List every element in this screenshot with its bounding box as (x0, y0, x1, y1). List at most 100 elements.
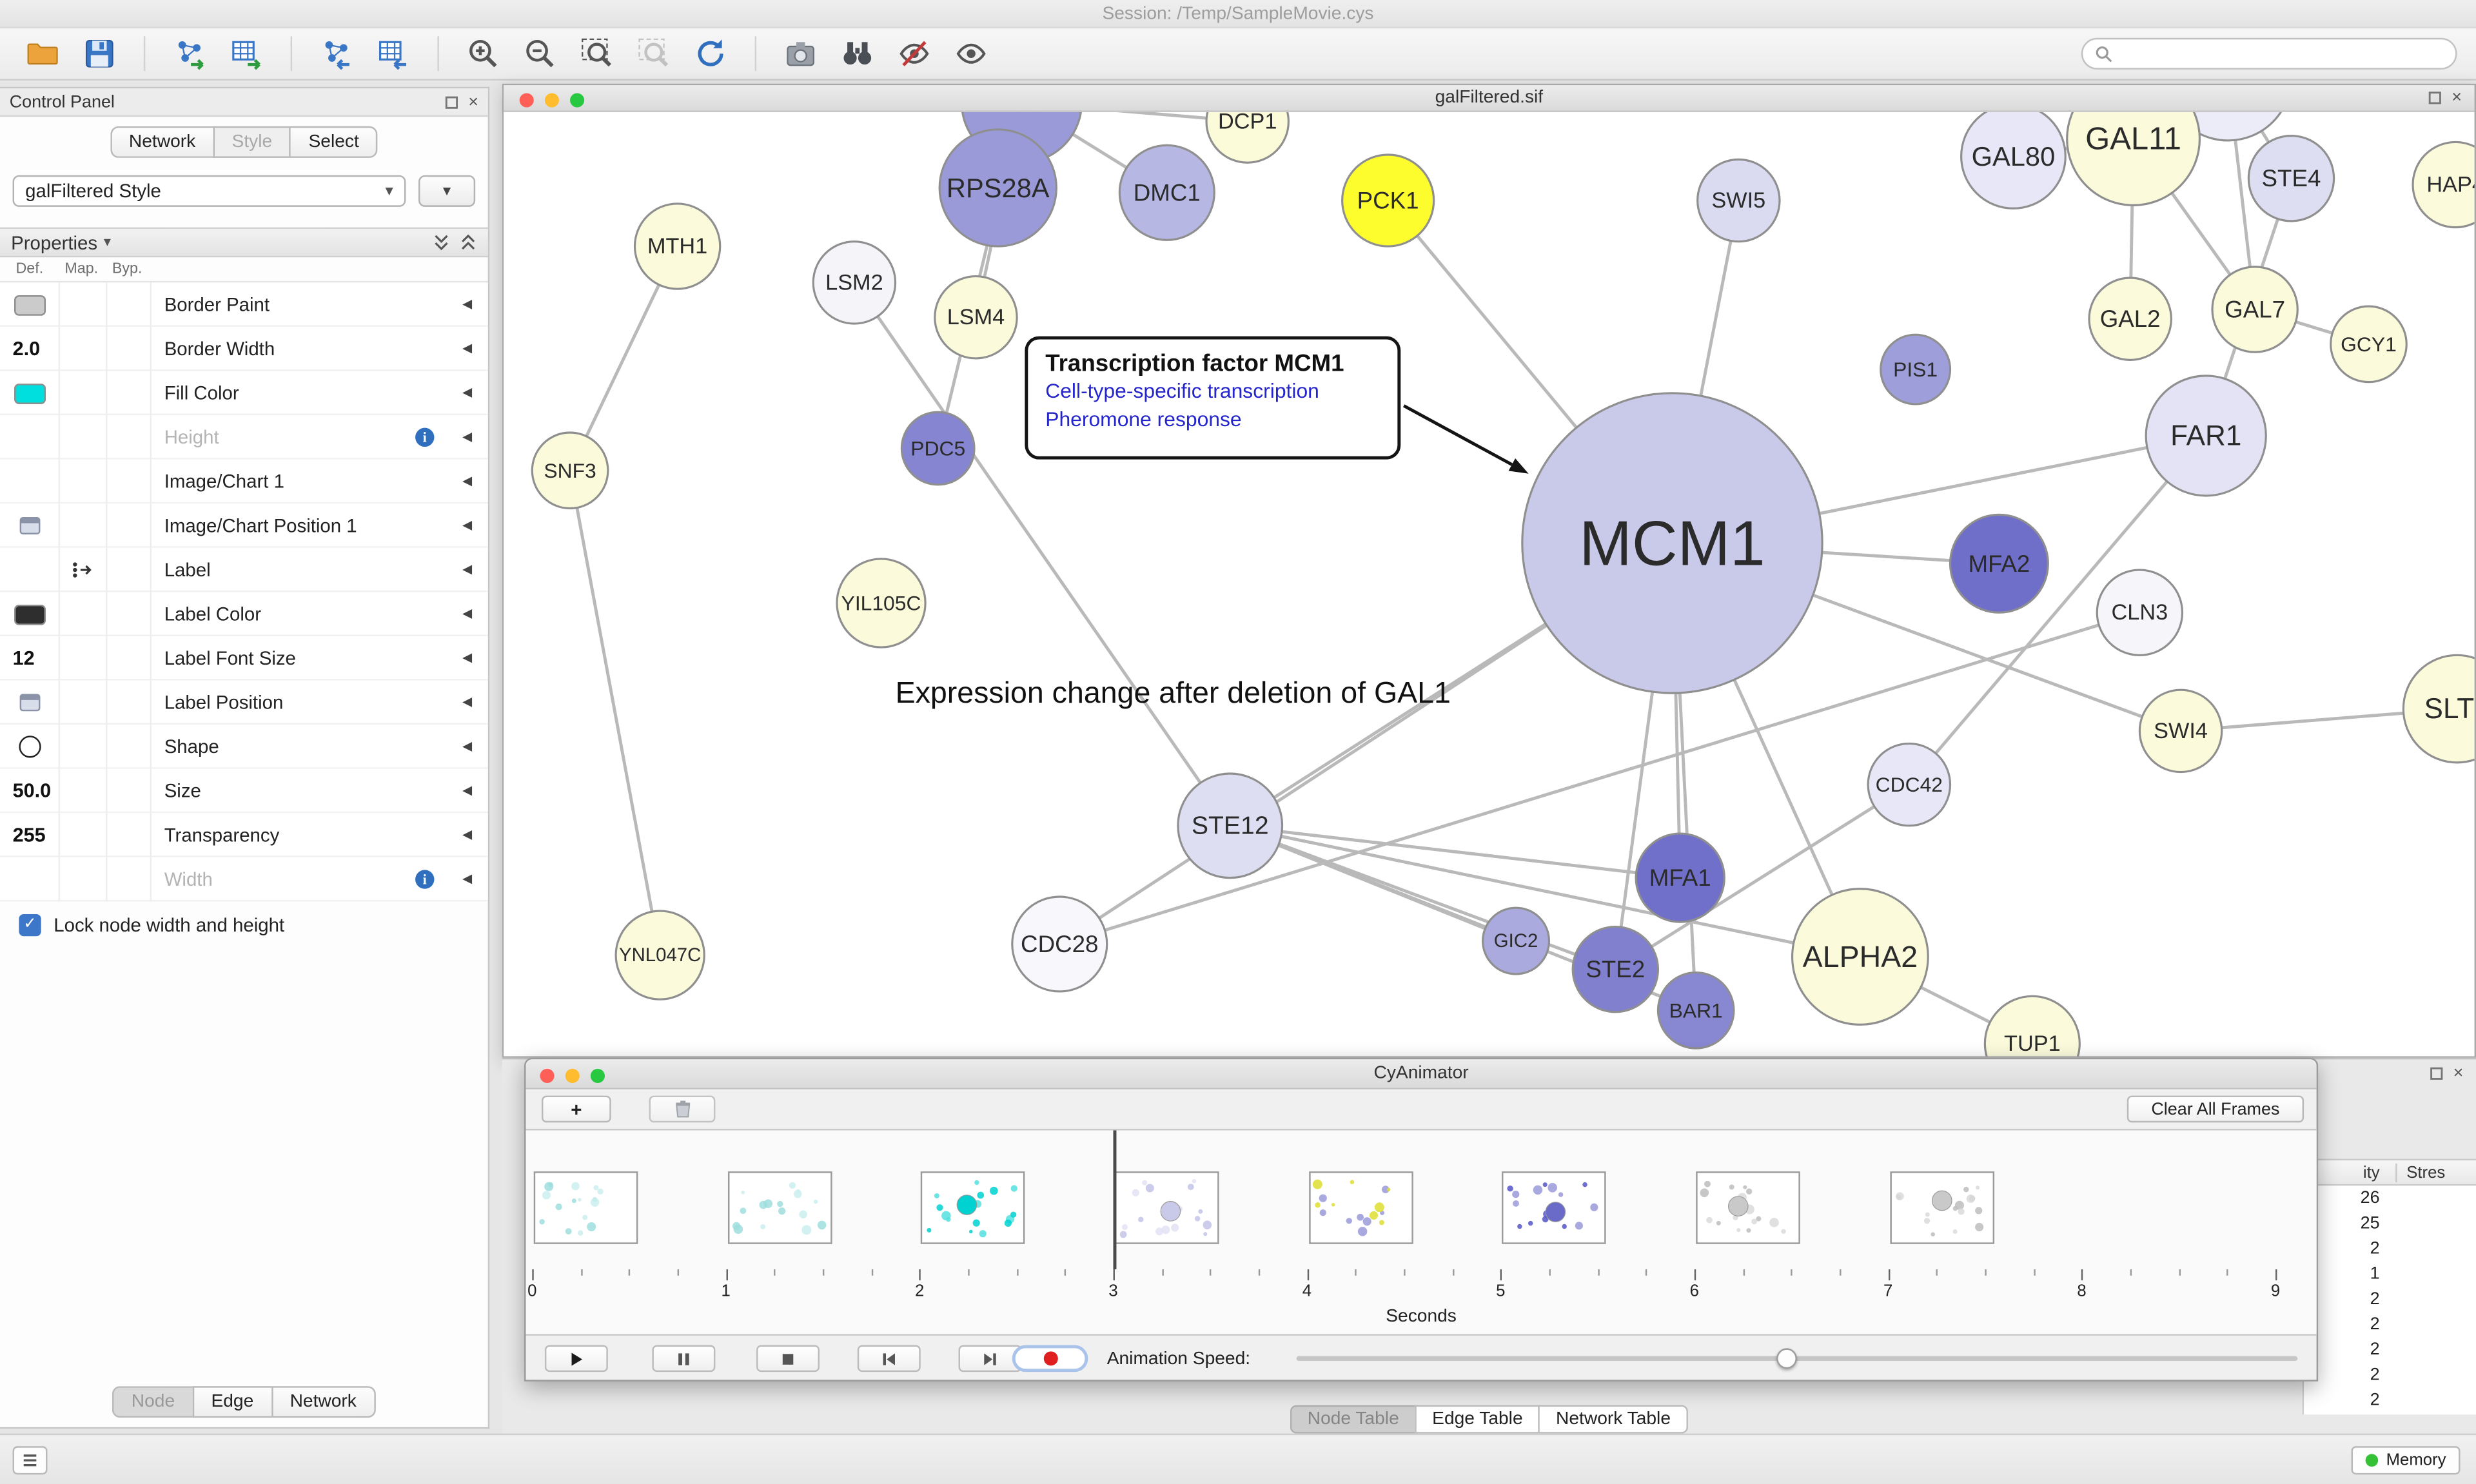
search-input[interactable] (2122, 44, 2445, 63)
default-value-cell[interactable]: 50.0 (0, 768, 61, 814)
node-CDC42[interactable] (1867, 742, 1952, 827)
export-network-button[interactable] (313, 32, 360, 75)
add-frame-button[interactable]: + (542, 1095, 611, 1123)
float-window-icon[interactable] (2428, 1066, 2443, 1081)
property-row-image-chart-1[interactable]: Image/Chart 1◀ (0, 459, 488, 504)
network-edge-CDC42-STE2[interactable] (1615, 783, 1911, 971)
node-CUTTOP[interactable] (2165, 112, 2292, 142)
frame-thumbnail-6[interactable] (1696, 1171, 1800, 1244)
default-value-cell[interactable]: 12 (0, 636, 61, 681)
zoom-traffic-light[interactable] (590, 1068, 605, 1084)
default-value-cell[interactable] (0, 592, 61, 636)
mapping-cell[interactable] (60, 857, 108, 902)
table-row[interactable]: 2 (2304, 1388, 2476, 1413)
close-icon[interactable]: × (2453, 1064, 2464, 1084)
network-edge-STE12-MFA1[interactable] (1230, 824, 1680, 880)
mapping-cell[interactable] (60, 680, 108, 725)
frame-thumbnail-2[interactable] (921, 1171, 1026, 1244)
node-ALPHA2[interactable] (1791, 888, 1929, 1026)
node-CLN3[interactable] (2096, 569, 2184, 656)
frame-thumbnail-4[interactable] (1308, 1171, 1413, 1244)
tab-style[interactable]: Style (213, 126, 290, 158)
network-edge-STE12-ALPHA2[interactable] (1230, 824, 1861, 959)
property-row-image-chart-position-1[interactable]: Image/Chart Position 1◀ (0, 503, 488, 548)
minimize-traffic-light[interactable] (565, 1068, 580, 1084)
mapping-cell[interactable] (60, 636, 108, 681)
panel-tab-network[interactable]: Network (271, 1386, 376, 1418)
expand-row-icon[interactable]: ◀ (462, 473, 473, 488)
node-LSM2[interactable] (812, 240, 897, 325)
frame-thumbnail-0[interactable] (533, 1171, 638, 1244)
table-row[interactable]: 2 (2304, 1287, 2476, 1312)
table-tab-node-table[interactable]: Node Table (1290, 1405, 1415, 1434)
style-options-button[interactable]: ▾ (418, 175, 476, 207)
stop-button[interactable] (756, 1345, 820, 1372)
table-row[interactable]: 2 (2304, 1362, 2476, 1387)
node-DMC1[interactable] (1118, 144, 1215, 241)
node-SWI5[interactable] (1696, 158, 1781, 243)
expand-row-icon[interactable]: ◀ (462, 650, 473, 665)
default-value-cell[interactable]: 2.0 (0, 326, 61, 371)
show-all-button[interactable] (947, 32, 994, 75)
open-file-button[interactable] (19, 32, 66, 75)
annotation-link[interactable]: Cell-type-specific transcription (1045, 378, 1319, 403)
node-BAR1[interactable] (1656, 971, 1735, 1050)
network-edge-CLN3-CDC28[interactable] (1059, 610, 2141, 946)
node-PDC5[interactable] (900, 411, 976, 486)
table-row[interactable]: 1 (2304, 1262, 2476, 1287)
annotation-link[interactable]: Pheromone response (1045, 407, 1242, 432)
network-snapshot-button[interactable] (777, 32, 824, 75)
close-icon[interactable]: × (468, 92, 479, 112)
table-tab-edge-table[interactable]: Edge Table (1415, 1405, 1539, 1434)
node-SLT2[interactable] (2402, 654, 2475, 764)
column-header[interactable]: Stres (2395, 1162, 2476, 1182)
pause-button[interactable] (652, 1345, 716, 1372)
properties-header[interactable]: Properties ▾ (0, 227, 488, 258)
property-row-label[interactable]: Label◀ (0, 547, 488, 592)
expand-row-icon[interactable]: ◀ (462, 827, 473, 842)
bypass-cell[interactable] (108, 326, 152, 371)
bypass-cell[interactable] (108, 415, 152, 460)
table-row[interactable]: 26 (2304, 1186, 2476, 1211)
node-HAP4[interactable] (2412, 141, 2475, 229)
table-row[interactable]: 2 (2304, 1337, 2476, 1362)
network-window-titlebar[interactable]: galFiltered.sif × (504, 85, 2475, 112)
node-MTH1[interactable] (633, 202, 722, 290)
node-SNF3[interactable] (531, 431, 609, 510)
default-value-cell[interactable] (0, 725, 61, 769)
expand-all-icon[interactable] (460, 233, 477, 251)
playhead[interactable] (1113, 1130, 1116, 1269)
node-GIC2[interactable] (1482, 906, 1551, 975)
expand-row-icon[interactable]: ◀ (462, 739, 473, 754)
frame-thumbnail-5[interactable] (1502, 1171, 1607, 1244)
network-edge-LSM2-STE12[interactable] (852, 281, 1232, 827)
zoom-in-button[interactable] (460, 32, 507, 75)
bypass-cell[interactable] (108, 547, 152, 592)
expand-row-icon[interactable]: ◀ (462, 518, 473, 532)
minimize-traffic-light[interactable] (544, 93, 559, 108)
annotation-box[interactable]: Transcription factor MCM1 Cell-type-spec… (1025, 336, 1401, 460)
expand-row-icon[interactable]: ◀ (462, 561, 473, 576)
record-button[interactable] (1012, 1345, 1088, 1372)
node-GAL80[interactable] (1960, 112, 2067, 210)
close-traffic-light[interactable] (519, 93, 534, 108)
previous-frame-button[interactable] (857, 1345, 921, 1372)
refresh-view-button[interactable] (687, 32, 734, 75)
float-window-icon[interactable] (443, 94, 458, 110)
label-color-swatch[interactable] (13, 603, 45, 625)
expand-row-icon[interactable]: ◀ (462, 694, 473, 709)
frame-thumbnail-7[interactable] (1889, 1171, 1994, 1244)
node-YIL105C[interactable] (836, 558, 927, 649)
lock-node-size-row[interactable]: ✓ Lock node width and height (0, 901, 488, 937)
default-value-cell[interactable] (0, 680, 61, 725)
mapping-cell[interactable] (60, 326, 108, 371)
node-YNL047C[interactable] (614, 910, 705, 1001)
expand-row-icon[interactable]: ◀ (462, 385, 473, 400)
delete-frame-button[interactable] (649, 1095, 716, 1123)
network-edge-FAR1-CDC42[interactable] (1907, 434, 2208, 786)
bypass-cell[interactable] (108, 459, 152, 504)
default-value-cell[interactable] (0, 857, 61, 902)
bypass-cell[interactable] (108, 282, 152, 327)
node-TUP1[interactable] (1983, 995, 2081, 1057)
